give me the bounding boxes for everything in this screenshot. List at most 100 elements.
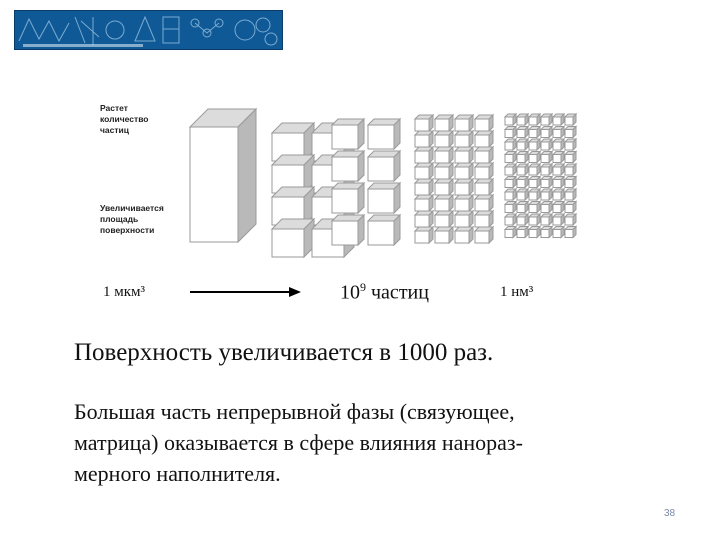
headline-text: Поверхность увеличивается в 1000 раз. [74,339,494,366]
cube [433,161,455,181]
cube [413,129,435,149]
cube [527,162,542,177]
cube [539,175,554,189]
scale-label-nanometer: 1 нм³ [500,284,534,300]
cube [527,175,542,189]
cube [563,125,578,139]
cube [433,193,455,213]
label-surface-area: Увеличивается площадь поверхности [100,203,164,235]
cube [473,177,495,197]
cube [503,187,518,202]
cube [413,209,435,229]
cube [503,125,518,139]
cube [563,212,578,227]
cube [527,125,542,139]
cube [551,150,566,164]
cube [563,187,578,202]
cube [527,112,542,127]
cube [503,137,518,152]
cube [453,113,475,133]
cube [433,129,455,149]
cube [413,225,435,245]
cube [551,137,566,152]
cube [473,161,495,181]
cube [563,162,578,177]
cube [366,149,402,183]
cube [527,187,542,202]
cube [515,212,530,227]
cube [563,150,578,164]
cube [515,137,530,152]
paragraph-line: мерного наполнителя. [74,461,281,486]
scale-label-particles: 109 частиц [340,280,429,305]
cube [413,193,435,213]
cube [473,129,495,149]
particle-division-figure: Растет количество частиц Увеличивается п… [100,95,590,270]
cube [453,193,475,213]
cube [433,209,455,229]
cube [330,181,366,215]
cube [453,145,475,165]
cube [270,153,316,195]
cube [503,200,518,214]
cube [473,145,495,165]
body-paragraph: Большая часть непрерывной фазы (связующе… [74,396,674,489]
cube [539,112,554,127]
cube [503,175,518,189]
cube [330,149,366,183]
cube [539,150,554,164]
cube [551,112,566,127]
cube [563,175,578,189]
cube [503,112,518,127]
cube [473,113,495,133]
cube [539,125,554,139]
cube [503,150,518,164]
cube [433,113,455,133]
particles-base: 10 [340,281,360,304]
cube [453,129,475,149]
cube [551,187,566,202]
cube [473,225,495,245]
cube [413,145,435,165]
cube [453,209,475,229]
cube [563,137,578,152]
cube [270,217,316,259]
cube [515,187,530,202]
paragraph-line: матрица) оказывается в сфере влияния нан… [74,430,523,455]
cube [473,193,495,213]
cube [413,113,435,133]
cube [473,209,495,229]
cube [515,125,530,139]
cube [366,117,402,151]
page-number: 38 [664,508,676,519]
cube [503,212,518,227]
cube [551,125,566,139]
scale-label-micrometer: 1 мкм³ [103,284,146,300]
cube [563,112,578,127]
right-arrow-icon [190,287,301,297]
cube [551,225,566,239]
cube [330,117,366,151]
cube [433,225,455,245]
cube [515,225,530,239]
cube [366,213,402,247]
cube [366,181,402,215]
cube [453,225,475,245]
cube [539,200,554,214]
cube [515,112,530,127]
cube [539,187,554,202]
cube [515,150,530,164]
cube [503,225,518,239]
cube [527,150,542,164]
cube [413,177,435,197]
cube [551,162,566,177]
cube [563,225,578,239]
header-banner-image [14,10,283,50]
cube [551,175,566,189]
cube [563,200,578,214]
cube [433,177,455,197]
cube [527,212,542,227]
paragraph-line: Большая часть непрерывной фазы (связующе… [74,399,515,424]
cube [453,161,475,181]
cube [527,225,542,239]
